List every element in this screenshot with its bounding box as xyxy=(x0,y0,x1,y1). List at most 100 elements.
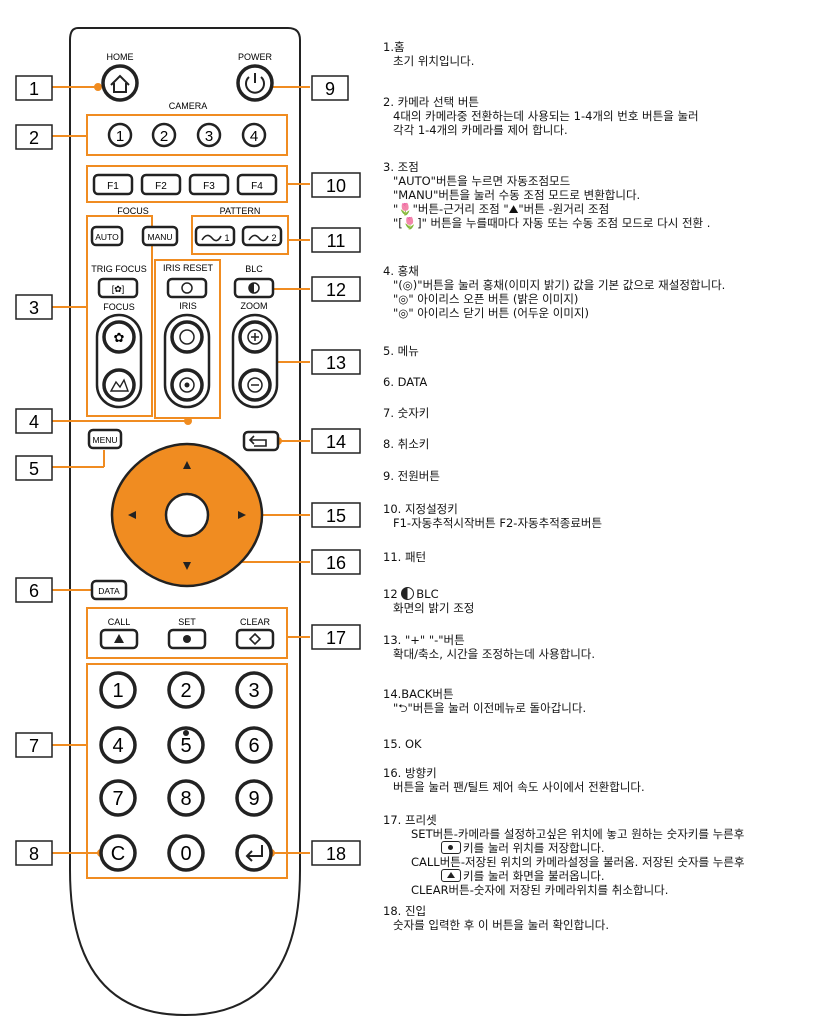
pattern-1-label: 1 xyxy=(224,233,229,243)
num-label: 8 xyxy=(180,788,191,810)
dot-icon xyxy=(183,635,191,643)
iris-reset-button[interactable] xyxy=(166,277,208,299)
note-line: 화면의 밝기 조정 xyxy=(393,601,475,615)
frame-focus xyxy=(86,215,153,417)
f2-button[interactable]: F2 xyxy=(140,173,182,196)
enter-button[interactable] xyxy=(235,834,273,872)
num-4-button[interactable]: 4 xyxy=(99,726,137,764)
note-line: "AUTO"버튼을 누르면 자동조점모드 xyxy=(393,174,571,188)
num-5-button[interactable]: 5 xyxy=(167,726,205,764)
camera-4-button[interactable]: 4 xyxy=(241,122,267,148)
note-title: 6. DATA xyxy=(383,375,428,389)
note-3: 3. 조점"AUTO"버튼을 누르면 자동조점모드"MANU"버튼을 눌러 수동… xyxy=(383,160,833,230)
callout-2: 2 xyxy=(15,124,53,150)
f3-button[interactable]: F3 xyxy=(188,173,230,196)
callout-number: 9 xyxy=(325,79,335,99)
callout-number: 7 xyxy=(29,736,39,756)
num-1-button[interactable]: 1 xyxy=(99,671,137,709)
note-line: "MANU"버튼을 눌러 수동 조점 모드로 변환합니다. xyxy=(393,188,641,202)
data-button[interactable]: DATA xyxy=(90,579,128,601)
note-line: 키를 눌러 위치를 저장합니다. xyxy=(383,841,833,855)
arrow-left-icon xyxy=(128,511,136,519)
camera-3-button[interactable]: 3 xyxy=(196,122,222,148)
iris-reset-label: IRIS RESET xyxy=(163,263,214,273)
camera-2-button[interactable]: 2 xyxy=(151,122,177,148)
ok-button[interactable] xyxy=(164,492,210,538)
diamond-icon xyxy=(248,632,262,646)
note-4: 4. 홍채"(◎)"버튼을 눌러 홍채(이미지 밝기) 값을 기본 값으로 재설… xyxy=(383,264,833,320)
callout-number: 4 xyxy=(29,412,39,432)
note-6: 6. DATA xyxy=(383,375,833,389)
data-label: DATA xyxy=(98,586,120,596)
note-title: 8. 취소키 xyxy=(383,437,430,451)
iris-open-button[interactable] xyxy=(170,320,204,354)
callout-number: 13 xyxy=(326,353,346,373)
note-7: 7. 숫자키 xyxy=(383,406,833,420)
menu-button[interactable]: MENU xyxy=(87,428,123,450)
num-9-button[interactable]: 9 xyxy=(235,779,273,817)
iris-label: IRIS xyxy=(179,301,197,311)
num-6-button[interactable]: 6 xyxy=(235,726,273,764)
set-button[interactable] xyxy=(167,628,207,650)
pattern-2-button[interactable]: 2 xyxy=(241,225,283,247)
num-2-button[interactable]: 2 xyxy=(167,671,205,709)
note-title: 17. 프리셋 xyxy=(383,813,437,827)
manu-button[interactable]: MANU xyxy=(141,225,179,247)
note-line: 4대의 카메라중 전환하는데 사용되는 1-4개의 번호 버튼을 눌러 xyxy=(393,109,699,123)
camera-number: 3 xyxy=(205,128,213,145)
num-7-button[interactable]: 7 xyxy=(99,779,137,817)
power-button[interactable] xyxy=(236,64,274,102)
zoom-out-icon xyxy=(247,377,263,393)
frame-pattern xyxy=(191,215,289,255)
zoom-in-icon xyxy=(247,329,263,345)
blc-button[interactable] xyxy=(233,277,275,299)
callout-7: 7 xyxy=(15,732,53,758)
pattern-1-button[interactable]: 1 xyxy=(194,225,236,247)
flower-icon: ✿ xyxy=(114,330,125,345)
f1-button[interactable]: F1 xyxy=(92,173,134,196)
back-button[interactable] xyxy=(242,430,280,452)
note-14: 14.BACK버튼"⮌"버튼을 눌러 이전메뉴로 돌아갑니다. xyxy=(383,687,833,715)
frame-numpad xyxy=(86,663,288,879)
note-title: 16. 방향키 xyxy=(383,766,437,780)
note-8: 8. 취소키 xyxy=(383,437,833,451)
pattern-label: PATTERN xyxy=(220,206,261,216)
focus-near-button[interactable] xyxy=(102,320,136,354)
note-title: 2. 카메라 선택 버튼 xyxy=(383,95,479,109)
callout-3: 3 xyxy=(15,294,53,320)
f-keys: F1 F2 F3 F4 xyxy=(92,173,278,196)
num-3-button[interactable]: 3 xyxy=(235,671,273,709)
callout-number: 10 xyxy=(326,176,346,196)
camera-1-button[interactable]: 1 xyxy=(107,122,133,148)
note-title: 5. 메뉴 xyxy=(383,344,419,358)
clear-label: CLEAR xyxy=(240,617,271,627)
set-label: SET xyxy=(178,617,196,627)
num-8-button[interactable]: 8 xyxy=(167,779,205,817)
power-label: POWER xyxy=(238,52,273,62)
callout-8: 8 xyxy=(15,840,53,866)
cancel-c-button[interactable]: C xyxy=(99,834,137,872)
zoom-rocker xyxy=(231,313,279,409)
note-11: 11. 패턴 xyxy=(383,550,833,564)
back-arrow-icon xyxy=(248,435,267,447)
num-0-button[interactable]: 0 xyxy=(167,834,205,872)
callout-number: 12 xyxy=(326,280,346,300)
home-button[interactable] xyxy=(101,64,139,102)
callout-4: 4 xyxy=(15,408,53,434)
home-icon xyxy=(110,74,130,93)
f4-button[interactable]: F4 xyxy=(236,173,278,196)
clear-button[interactable] xyxy=(235,628,275,650)
trig-focus-button[interactable]: [✿] xyxy=(97,277,139,299)
note-line: "⮌"버튼을 눌러 이전메뉴로 돌아갑니다. xyxy=(393,701,587,715)
call-button[interactable] xyxy=(99,628,139,650)
mountain-icon xyxy=(109,378,129,392)
call-label: CALL xyxy=(108,617,131,627)
note-line: "🌷"버튼-근거리 조점 "⛰"버튼 -원거리 조점 xyxy=(393,202,610,216)
auto-button[interactable]: AUTO xyxy=(90,225,124,247)
